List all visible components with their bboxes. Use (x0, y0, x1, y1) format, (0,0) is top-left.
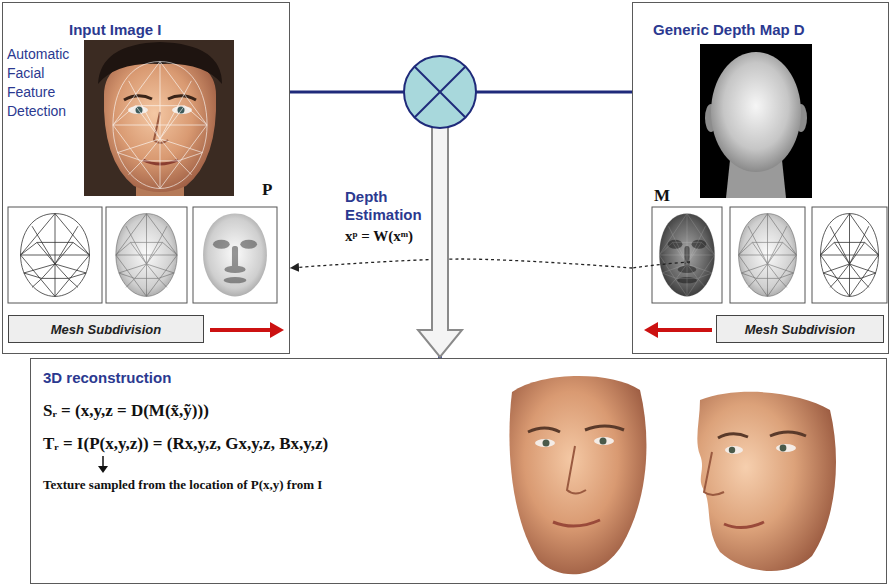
reconstructed-face (697, 392, 836, 571)
formula: Sᵣ = (x,y,z = D(M(x̃,ỹ))) (43, 401, 209, 421)
box-label: Mesh Subdivision (51, 322, 162, 337)
mesh-letter: P (262, 180, 272, 200)
mesh-subdivision-box: Mesh Subdivision (8, 315, 204, 343)
mesh-letter: M (654, 186, 670, 206)
depth-map-image (700, 44, 812, 198)
formula: Tᵣ = I(P(x,y,z)) = (Rx,y,z, Gx,y,z, Bx,y… (43, 434, 328, 454)
estimation-connector (290, 259, 632, 268)
panel-heading: Generic Depth Map D (653, 21, 805, 38)
reconstructed-face (509, 376, 646, 574)
depth-map-panel: Generic Depth Map D Mesh Subdivision (632, 2, 889, 354)
panel-description: Automatic Facial Feature Detection (7, 45, 81, 121)
depth-thumbnail (652, 207, 722, 303)
panel-heading: 3D reconstruction (43, 369, 171, 386)
note-text: Texture sampled from the location of P(x… (43, 477, 322, 493)
reconstruction-panel: 3D reconstruction Sᵣ = (x,y,z = D(M(x̃,ỹ)… (30, 358, 887, 584)
pointer-arrow (98, 456, 108, 473)
mesh-thumbnail (8, 207, 102, 303)
multiply-symbol (404, 56, 476, 128)
flow-arrow (418, 126, 462, 357)
mesh-subdivision-box: Mesh Subdivision (716, 315, 884, 343)
leader-line (632, 262, 690, 268)
mesh-thumbnail (812, 207, 887, 303)
subdivision-arrow (210, 322, 284, 338)
box-label: Mesh Subdivision (745, 322, 856, 337)
mesh-thumbnail (106, 207, 187, 303)
merge-connector (290, 92, 440, 358)
face-photo (84, 40, 234, 196)
formula: xᵖ = W(xᵐ) (345, 228, 413, 245)
input-image-panel: Input Image I Automatic Facial Feature De… (2, 2, 290, 354)
depth-thumbnail (193, 207, 277, 303)
mesh-thumbnail (730, 207, 805, 303)
subdivision-arrow (644, 322, 712, 338)
merge-connector (440, 92, 632, 358)
panel-heading: Input Image I (69, 21, 162, 38)
step-label: Depth Estimation (345, 188, 431, 224)
